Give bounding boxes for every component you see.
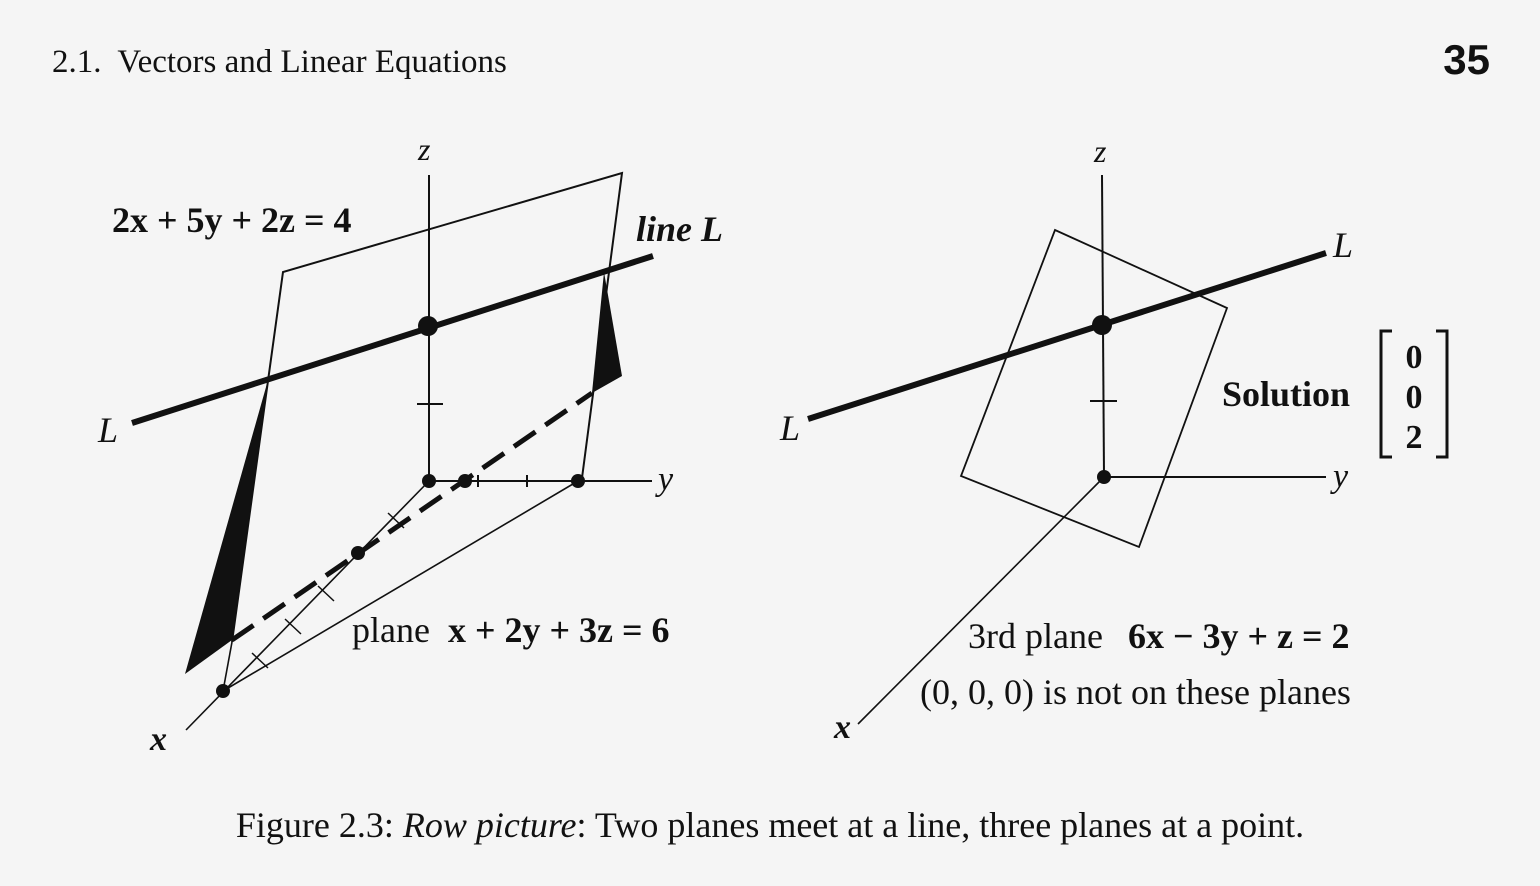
plane-3-equation: 6x − 3y + z = 2 — [1128, 616, 1350, 656]
origin-dot — [1097, 470, 1111, 484]
plane-2-trace — [222, 641, 233, 692]
point-dot — [216, 684, 230, 698]
intersection-dot — [418, 316, 438, 336]
dashed-trace — [230, 390, 594, 643]
caption-prefix: Figure 2.3: — [235, 805, 394, 845]
line-L-label: line L — [636, 209, 723, 249]
point-dot — [458, 474, 472, 488]
bracket-right — [1436, 329, 1449, 459]
plane-1-outline — [231, 171, 624, 643]
plane-2-trace — [222, 480, 579, 692]
wedge-left — [185, 380, 268, 674]
running-header: 2.1. Vectors and Linear Equations — [52, 44, 507, 81]
solution-entry: 2 — [1406, 419, 1423, 456]
wedge-right — [592, 272, 622, 393]
y-axis-label: y — [1330, 458, 1349, 495]
origin-dot — [422, 474, 436, 488]
x-axis-tick — [317, 585, 335, 602]
solution-entry: 0 — [1406, 339, 1423, 376]
line-L-left-label: L — [97, 410, 118, 450]
line-L — [807, 250, 1327, 422]
point-dot — [351, 546, 365, 560]
line-L-left-label: L — [779, 408, 800, 448]
origin-note: (0, 0, 0) is not on these planes — [920, 672, 1351, 712]
z-axis-label: z — [417, 131, 431, 167]
x-axis — [857, 476, 1105, 725]
plane-3-outline — [959, 228, 1229, 549]
figure-caption: Figure 2.3: Row picture: Two planes meet… — [0, 804, 1540, 846]
z-axis-label: z — [1093, 133, 1107, 169]
caption-italic: Row picture — [402, 805, 577, 845]
page-number: 35 — [1443, 36, 1490, 83]
line-L — [131, 253, 654, 426]
plane-1-equation: 2x + 5y + 2z = 4 — [112, 200, 352, 240]
section-number: 2.1. — [52, 44, 102, 80]
plane-3-prefix: 3rd plane — [968, 616, 1103, 656]
line-L-right-label: L — [1332, 225, 1353, 265]
caption-rest: : Two planes meet at a line, three plane… — [576, 805, 1305, 845]
plane-2-equation: x + 2y + 3z = 6 — [448, 610, 670, 650]
solution-dot — [1092, 315, 1112, 335]
y-axis-label: y — [655, 461, 674, 498]
plane-2-prefix: plane — [352, 610, 430, 650]
solution-entry: 0 — [1406, 379, 1423, 416]
section-title: Vectors and Linear Equations — [117, 44, 507, 80]
x-axis-label: x — [833, 709, 851, 746]
point-dot — [571, 474, 585, 488]
bracket-left — [1379, 329, 1392, 459]
x-axis-tick — [284, 618, 302, 635]
x-axis-label: x — [149, 721, 167, 758]
solution-label: Solution — [1222, 374, 1350, 414]
